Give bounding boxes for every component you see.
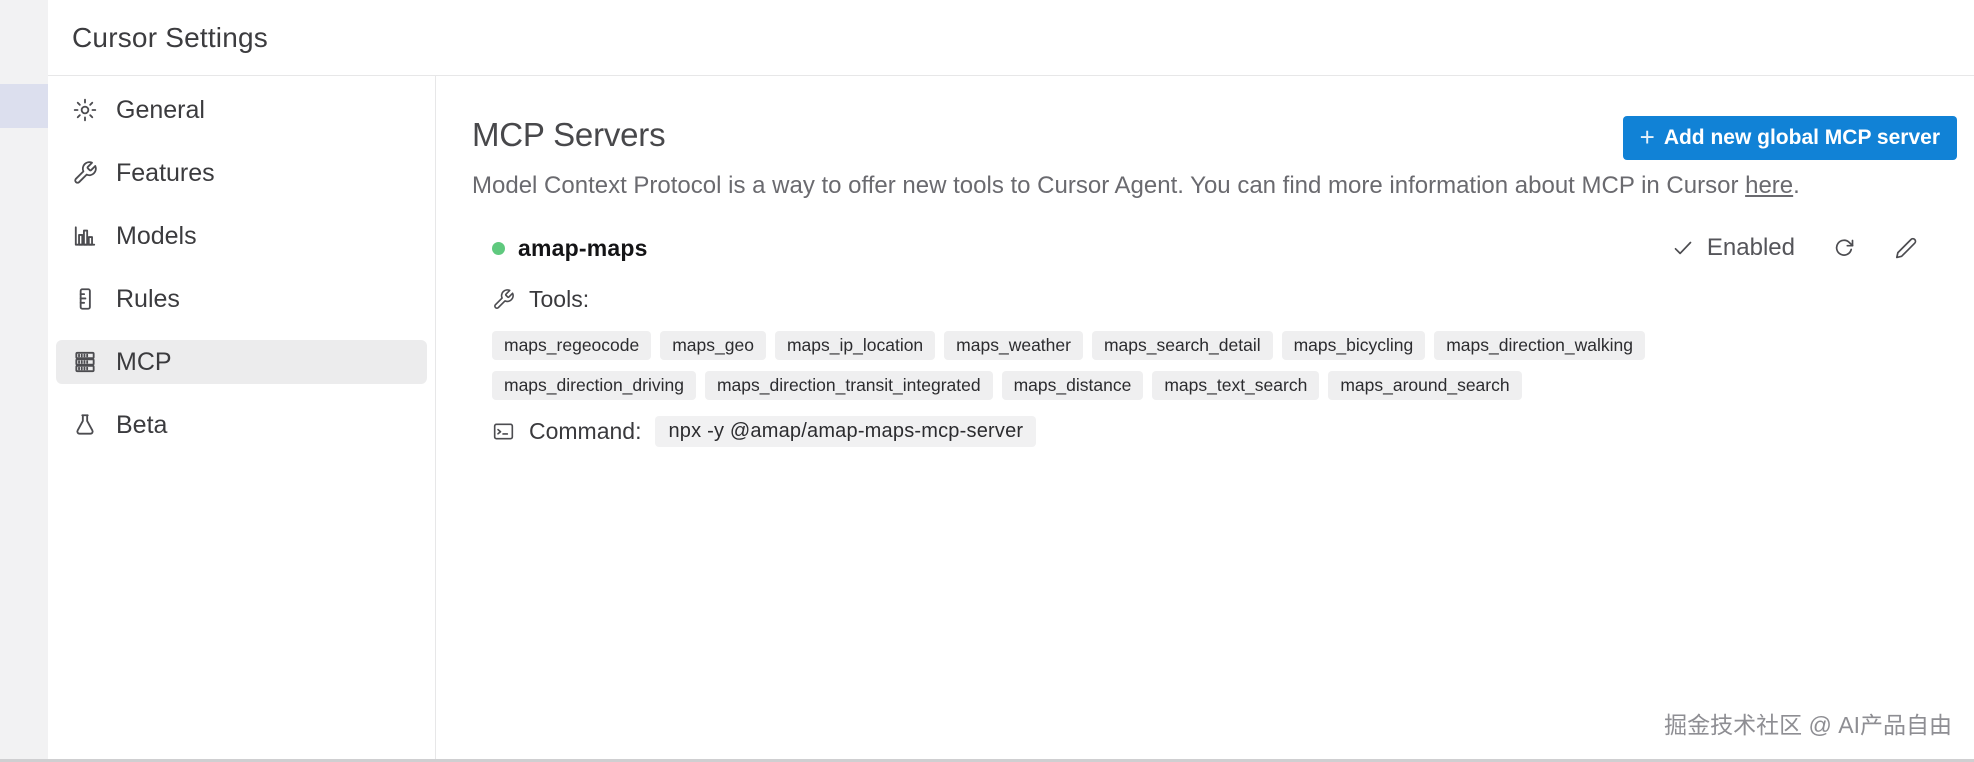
check-icon <box>1674 241 1692 255</box>
sidebar-item-label: Rules <box>116 284 180 313</box>
tool-tag: maps_direction_walking <box>1434 331 1646 360</box>
window-bottom-edge <box>0 759 1974 762</box>
server-enabled-toggle[interactable]: Enabled <box>1671 234 1795 262</box>
tool-tag: maps_ip_location <box>774 331 936 360</box>
plus-icon: + <box>1639 122 1655 152</box>
sidebar-item-models[interactable]: Models <box>56 214 427 258</box>
command-label: Command: <box>529 418 642 444</box>
tool-tag: maps_search_detail <box>1091 331 1273 360</box>
tools-icon <box>494 289 514 309</box>
mcp-settings-content: MCP Servers + Add new global MCP server … <box>436 76 1974 762</box>
sidebar-item-rules[interactable]: Rules <box>56 277 427 321</box>
command-value: npx -y @amap/amap-maps-mcp-server <box>655 416 1037 447</box>
sidebar-item-features[interactable]: Features <box>56 151 427 195</box>
bar-chart-icon <box>72 223 98 249</box>
tool-tag: maps_direction_driving <box>492 371 696 400</box>
settings-titlebar: Cursor Settings <box>48 0 1974 76</box>
tool-tag: maps_text_search <box>1152 371 1320 400</box>
enabled-label: Enabled <box>1706 234 1795 261</box>
server-name: amap-maps <box>518 234 648 261</box>
server-status-dot <box>492 241 505 255</box>
page-title: MCP Servers <box>472 116 666 153</box>
tool-tag: maps_regeocode <box>492 331 652 360</box>
tools-icon <box>72 160 98 186</box>
sidebar-item-general[interactable]: General <box>56 88 427 132</box>
tool-tag: maps_bicycling <box>1281 331 1426 360</box>
terminal-icon <box>493 423 514 440</box>
tool-tag: maps_around_search <box>1328 371 1522 400</box>
watermark: 掘金技术社区 @ AI产品自由 <box>1664 712 1952 738</box>
here-link[interactable]: here <box>1745 172 1794 199</box>
edit-icon[interactable] <box>1893 235 1919 261</box>
mcp-server-card: amap-maps Enabled <box>492 234 1957 447</box>
ruler-icon <box>72 286 98 312</box>
mcp-description: Model Context Protocol is a way to offer… <box>472 172 1957 200</box>
sidebar-item-label: Models <box>116 221 197 250</box>
strip-accent-block <box>0 84 48 128</box>
editor-left-strip <box>0 0 48 762</box>
refresh-icon[interactable] <box>1831 235 1857 261</box>
description-period: . <box>1793 172 1800 199</box>
tools-label: Tools: <box>529 286 590 312</box>
sidebar-item-label: General <box>116 95 205 124</box>
tool-tag: maps_direction_transit_integrated <box>704 371 993 400</box>
tool-tag: maps_distance <box>1001 371 1144 400</box>
sidebar-item-label: Beta <box>116 410 168 439</box>
sidebar-item-label: Features <box>116 158 215 187</box>
settings-title: Cursor Settings <box>72 21 268 53</box>
tool-tag: maps_geo <box>660 331 766 360</box>
sidebar-item-label: MCP <box>116 347 172 376</box>
add-mcp-server-button[interactable]: + Add new global MCP server <box>1622 116 1957 160</box>
description-text: Model Context Protocol is a way to offer… <box>472 172 1746 199</box>
gear-icon <box>72 97 98 123</box>
server-icon <box>72 349 98 375</box>
tool-tag: maps_weather <box>944 331 1083 360</box>
sidebar-item-mcp[interactable]: MCP <box>56 340 427 384</box>
sidebar-item-beta[interactable]: Beta <box>56 403 427 447</box>
flask-icon <box>72 412 98 438</box>
settings-sidebar: General Features <box>48 76 436 762</box>
cursor-settings-panel: Cursor Settings General Features <box>48 0 1974 762</box>
add-mcp-server-label: Add new global MCP server <box>1663 126 1940 149</box>
